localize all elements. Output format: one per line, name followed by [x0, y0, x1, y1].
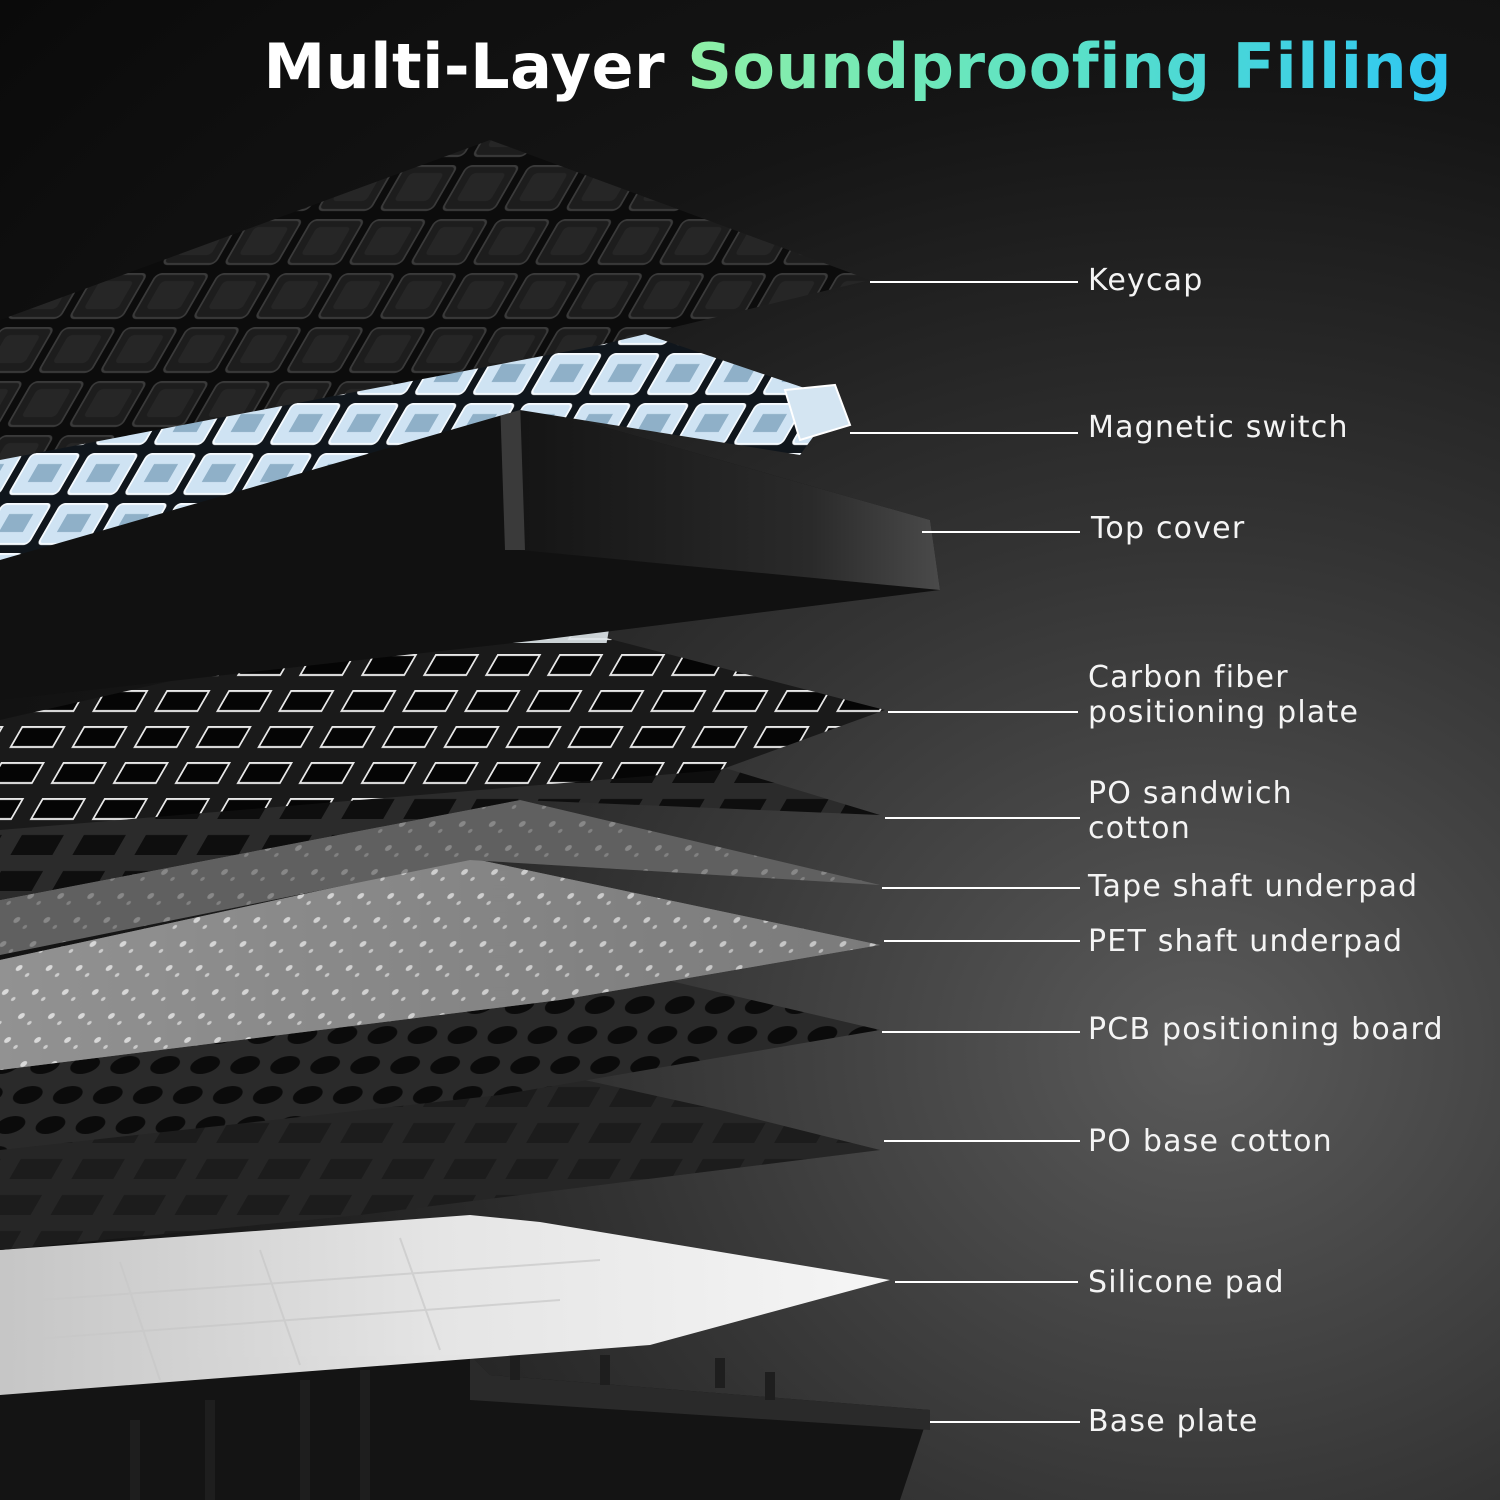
label-pet-shaft-underpad: PET shaft underpad — [1088, 924, 1404, 959]
label-po-base-cotton: PO base cotton — [1088, 1124, 1333, 1159]
label-keycap: Keycap — [1088, 263, 1204, 298]
label-top-cover: Top cover — [1091, 511, 1246, 546]
label-carbon-fiber-plate: Carbon fiber positioning plate — [1088, 660, 1360, 730]
page-title: Multi-Layer Soundproofing Filling — [263, 30, 1452, 104]
layer-tape-shaft-underpad — [0, 800, 880, 955]
title-part1: Multi-Layer — [263, 30, 666, 103]
title-part2: Soundproofing Filling — [687, 30, 1452, 103]
layer-pet-shaft-underpad — [0, 858, 880, 1070]
label-magnetic-switch: Magnetic switch — [1088, 410, 1349, 445]
label-base-plate: Base plate — [1088, 1404, 1259, 1439]
layer-top-cover — [0, 400, 940, 700]
layer-magnetic-switches — [0, 285, 852, 560]
layer-silicone-pad — [0, 1215, 890, 1395]
leader-lines — [850, 281, 1080, 1423]
label-tape-shaft-underpad: Tape shaft underpad — [1088, 869, 1419, 904]
label-silicone-pad: Silicone pad — [1088, 1265, 1285, 1300]
layer-base-plate — [0, 1340, 930, 1500]
layer-keycaps — [0, 140, 870, 460]
label-po-sandwich-cotton: PO sandwich cotton — [1088, 776, 1293, 846]
label-pcb-positioning-board: PCB positioning board — [1088, 1012, 1444, 1047]
